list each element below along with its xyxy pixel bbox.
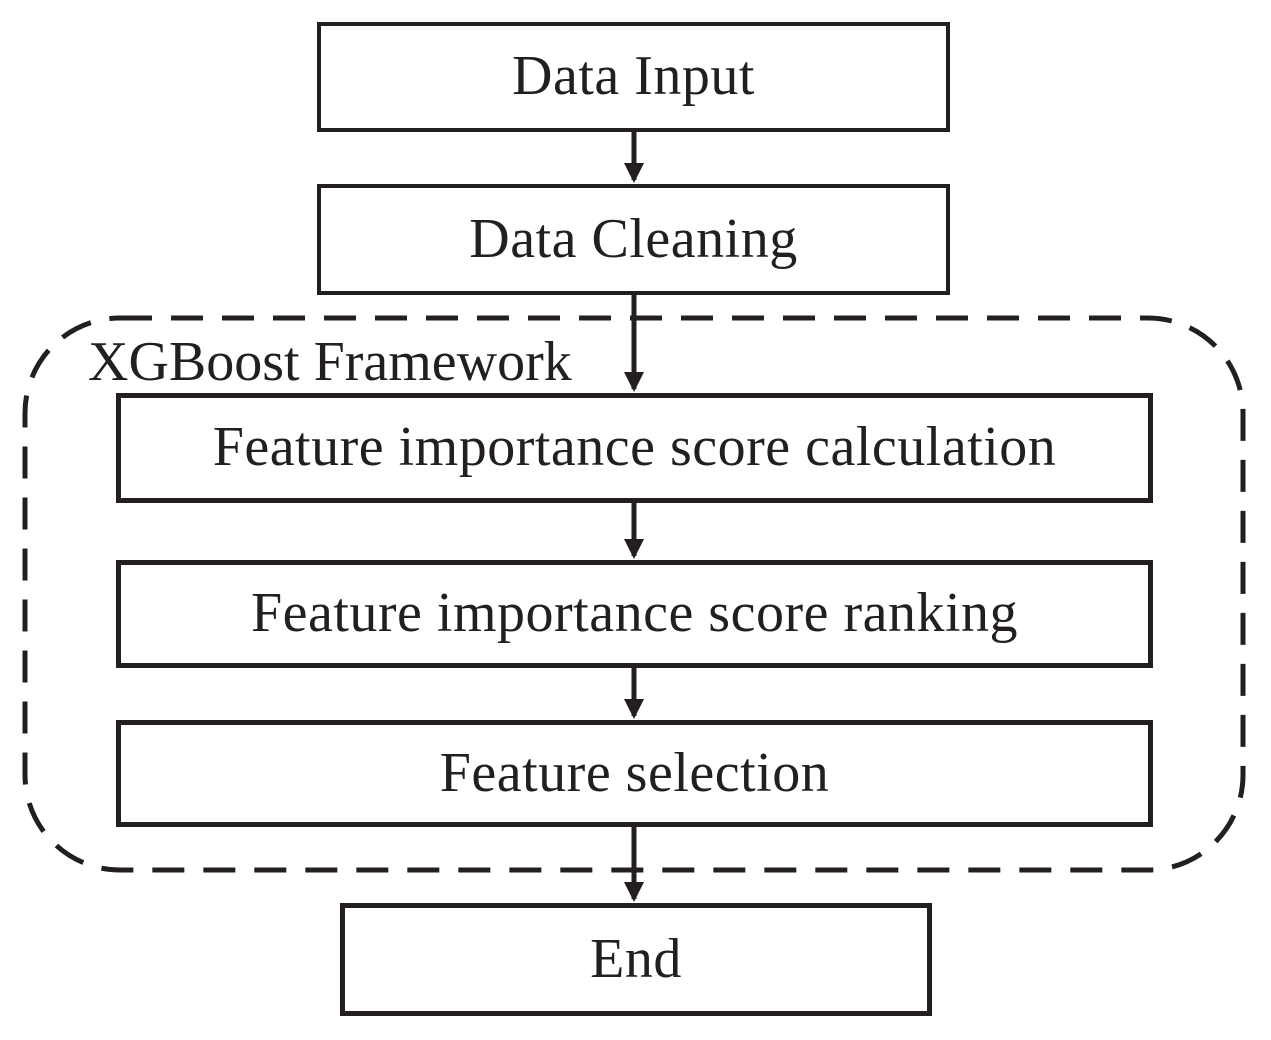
node-feature-selection-label: Feature selection <box>439 741 830 804</box>
node-feature-importance-score-ranking: Feature importance score ranking <box>116 560 1153 668</box>
node-feature-importance-score-calculation-label: Feature importance score calculation <box>212 416 1057 479</box>
node-end: End <box>340 903 932 1016</box>
xgboost-framework-label: XGBoost Framework <box>88 331 572 393</box>
node-feature-importance-score-ranking-label: Feature importance score ranking <box>250 582 1019 645</box>
node-data-input: Data Input <box>317 22 950 132</box>
node-end-label: End <box>590 927 682 990</box>
node-data-cleaning-label: Data Cleaning <box>469 207 798 270</box>
node-feature-selection: Feature selection <box>116 720 1153 827</box>
node-data-input-label: Data Input <box>512 45 755 108</box>
node-feature-importance-score-calculation: Feature importance score calculation <box>116 393 1153 503</box>
node-data-cleaning: Data Cleaning <box>317 184 950 295</box>
